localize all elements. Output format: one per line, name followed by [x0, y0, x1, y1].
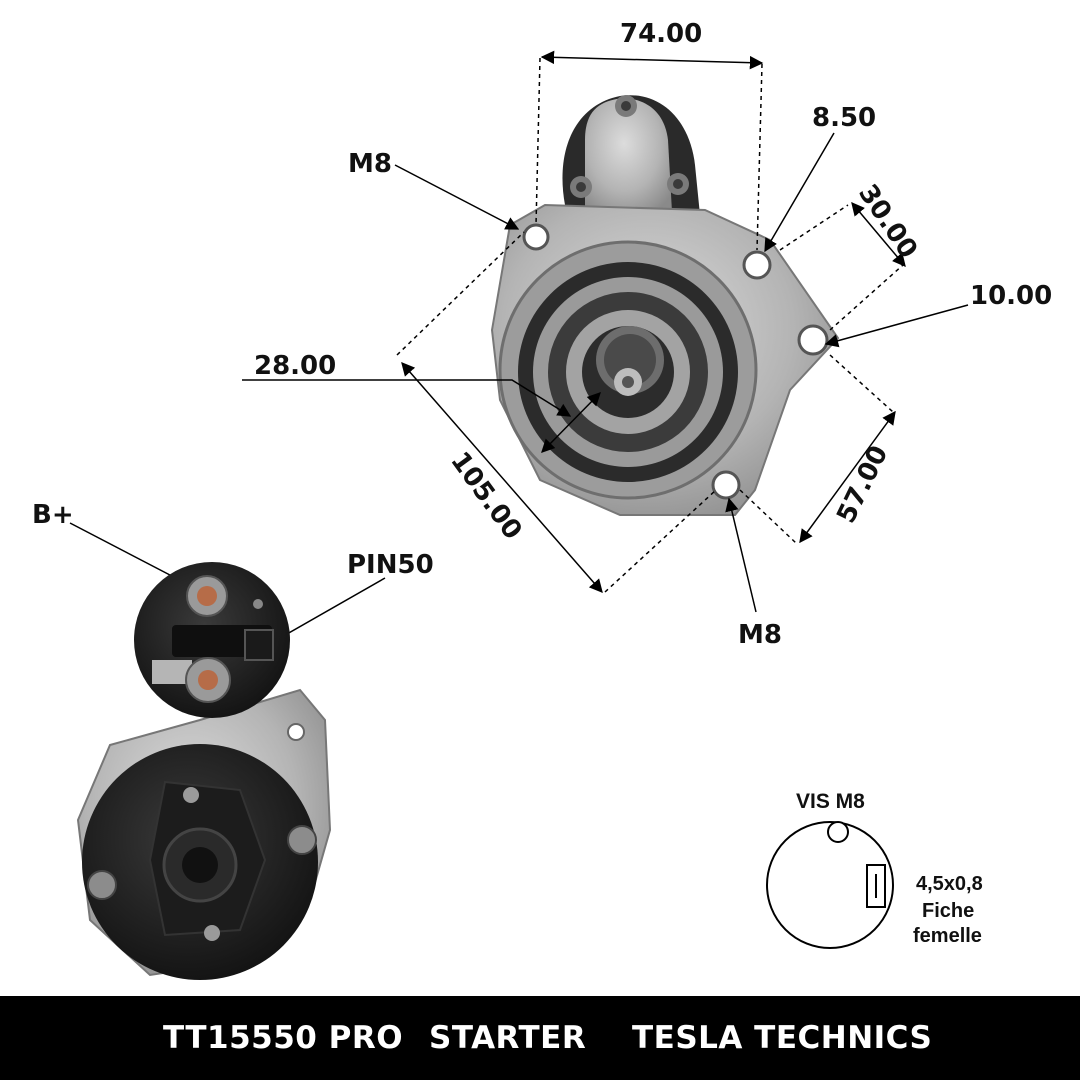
- thread-top-label: M8: [348, 149, 392, 179]
- terminal-pin50: [244, 629, 274, 661]
- footer-brand: TESLA TECHNICS: [632, 1020, 933, 1056]
- connector-tab-size-label: 4,5x0,8: [916, 873, 983, 895]
- mount-hole-top-right: [742, 250, 772, 280]
- dim-pinion-diameter: 28.00: [254, 351, 336, 381]
- connector-line1-label: Fiche: [922, 900, 974, 922]
- connector-screw-label: VIS M8: [796, 790, 865, 813]
- connector-line2-label: femelle: [913, 925, 982, 947]
- mount-hole-top-left: [522, 223, 550, 251]
- terminal-pin50-label: PIN50: [347, 550, 434, 580]
- footer-product: STARTER: [429, 1020, 587, 1056]
- footer-bar: TT15550 PRO STARTER TESLA TECHNICS: [0, 996, 1080, 1080]
- footer-model: TT15550 PRO: [163, 1020, 404, 1056]
- dim-flange-diagonal: 105.00: [444, 446, 527, 545]
- dim-hole-spacing-bottom-right: 57.00: [831, 441, 894, 528]
- pinion-gear: [596, 326, 664, 396]
- mount-hole-right: [797, 324, 829, 356]
- mount-hole-bottom: [711, 470, 741, 500]
- starter-front-view: [490, 95, 840, 516]
- connector-detail: [766, 821, 894, 949]
- dim-hole-spacing-top-right: 30.00: [852, 179, 923, 264]
- starter-rear-view: [76, 562, 332, 980]
- dim-hole-diameter-right: 10.00: [970, 281, 1052, 311]
- thread-bottom-label: M8: [738, 620, 782, 650]
- dim-top-width: 74.00: [620, 19, 702, 49]
- dim-hole-diameter: 8.50: [812, 103, 876, 133]
- terminal-b-plus-label: B+: [32, 500, 74, 530]
